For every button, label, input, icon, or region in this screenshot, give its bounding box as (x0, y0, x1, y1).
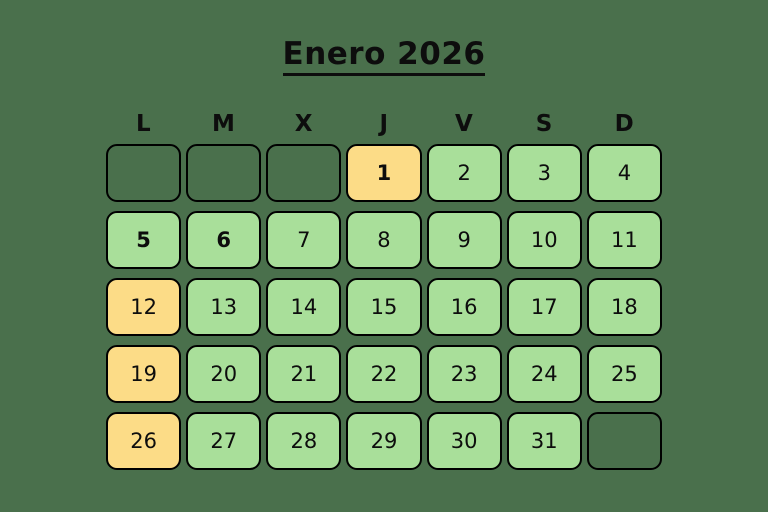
calendar-weeks: 1 2 3 4 5 6 7 8 9 10 11 12 13 14 15 16 1… (106, 144, 662, 470)
day-cell-25[interactable]: 25 (586, 345, 662, 403)
day-cell-6[interactable]: 6 (186, 211, 262, 269)
weekday-header-sabado: S (535, 111, 553, 137)
day-cell-26[interactable]: 26 (106, 412, 182, 470)
day-cell-4[interactable]: 4 (586, 144, 662, 202)
weekday-header-row: L M X J V S D (106, 110, 662, 138)
weekday-header-jueves: J (379, 111, 389, 137)
day-cell-empty (106, 144, 182, 202)
weekday-header-domingo: D (614, 111, 635, 137)
day-cell-28[interactable]: 28 (266, 412, 342, 470)
day-cell-24[interactable]: 24 (506, 345, 582, 403)
day-cell-29[interactable]: 29 (346, 412, 422, 470)
day-cell-27[interactable]: 27 (186, 412, 262, 470)
day-cell-9[interactable]: 9 (426, 211, 502, 269)
day-cell-5[interactable]: 5 (106, 211, 182, 269)
day-cell-20[interactable]: 20 (186, 345, 262, 403)
day-cell-empty (586, 412, 662, 470)
weekday-header-miercoles: X (294, 111, 313, 137)
day-cell-18[interactable]: 18 (586, 278, 662, 336)
day-cell-15[interactable]: 15 (346, 278, 422, 336)
day-cell-21[interactable]: 21 (266, 345, 342, 403)
day-cell-empty (266, 144, 342, 202)
day-cell-17[interactable]: 17 (506, 278, 582, 336)
day-cell-8[interactable]: 8 (346, 211, 422, 269)
day-cell-22[interactable]: 22 (346, 345, 422, 403)
calendar-week-row: 26 27 28 29 30 31 (106, 412, 662, 470)
calendar-week-row: 1 2 3 4 (106, 144, 662, 202)
day-cell-2[interactable]: 2 (426, 144, 502, 202)
weekday-header-lunes: L (135, 111, 152, 137)
day-cell-1[interactable]: 1 (346, 144, 422, 202)
day-cell-10[interactable]: 10 (506, 211, 582, 269)
day-cell-30[interactable]: 30 (426, 412, 502, 470)
calendar-title-container: Enero 2026 (0, 38, 768, 76)
calendar-week-row: 5 6 7 8 9 10 11 (106, 211, 662, 269)
weekday-header-martes: M (212, 111, 236, 137)
day-cell-14[interactable]: 14 (266, 278, 342, 336)
day-cell-empty (186, 144, 262, 202)
day-cell-16[interactable]: 16 (426, 278, 502, 336)
day-cell-11[interactable]: 11 (586, 211, 662, 269)
calendar-week-row: 19 20 21 22 23 24 25 (106, 345, 662, 403)
day-cell-3[interactable]: 3 (506, 144, 582, 202)
day-cell-13[interactable]: 13 (186, 278, 262, 336)
calendar-title: Enero 2026 (282, 38, 486, 76)
day-cell-23[interactable]: 23 (426, 345, 502, 403)
day-cell-31[interactable]: 31 (506, 412, 582, 470)
calendar-week-row: 12 13 14 15 16 17 18 (106, 278, 662, 336)
calendar-grid: L M X J V S D 1 2 3 4 5 6 7 8 9 (106, 110, 662, 470)
weekday-header-viernes: V (454, 111, 474, 137)
day-cell-7[interactable]: 7 (266, 211, 342, 269)
day-cell-12[interactable]: 12 (106, 278, 182, 336)
day-cell-19[interactable]: 19 (106, 345, 182, 403)
